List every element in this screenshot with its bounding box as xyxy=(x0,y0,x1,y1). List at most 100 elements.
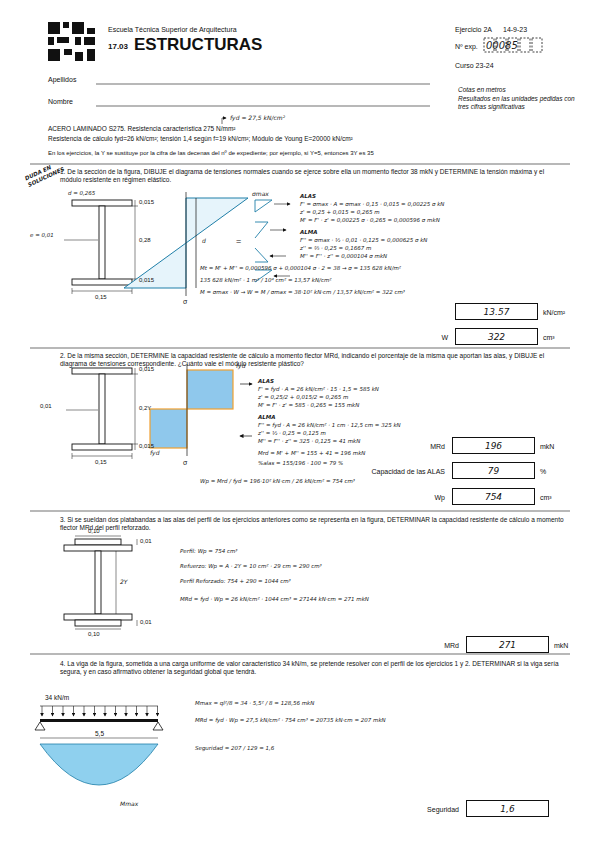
printed-label: ACERO LAMINADO S275. Resistencia caracte… xyxy=(48,125,235,133)
printed-label: Resistencia de cálculo fyd=26 kN/cm²; te… xyxy=(48,135,353,143)
printed-label: MRd = fyd · Wp = 26 kN/cm² · 1044 cm³ = … xyxy=(180,596,369,603)
printed-label: M'' = F'' · z'' = 325 · 0,125 = 41 mkN xyxy=(258,438,360,445)
printed-label: 0,28 xyxy=(139,237,151,244)
answer-value: 754 xyxy=(453,492,534,502)
answer-box: W322cm³ xyxy=(455,328,538,345)
answer-label: W xyxy=(368,333,448,340)
printed-label: Mrd = M' + M'' = 155 + 41 = 196 mkN xyxy=(258,450,365,457)
printed-label: 0,10 xyxy=(88,528,100,535)
printed-label: σmax xyxy=(252,190,269,197)
printed-label: d = 0,265 xyxy=(68,190,95,197)
answer-box: MRd196mkN xyxy=(452,437,535,454)
answer-box: Wp754cm³ xyxy=(452,488,535,505)
printed-label: Cotas en metros xyxy=(458,86,506,94)
unit-label: mkN xyxy=(540,442,554,449)
printed-label: M' = F' · z' = 0,00225 σ · 0,265 = 0,000… xyxy=(300,217,440,224)
answer-box: MRd271mkN xyxy=(466,636,549,653)
printed-label: 14-9-23 xyxy=(503,26,527,34)
logo xyxy=(48,22,95,61)
printed-label: fyd xyxy=(150,449,159,456)
printed-label: M'' = F'' · z'' = 0,000104 σ mkN xyxy=(300,253,387,260)
printed-label: 5,5 xyxy=(95,730,104,738)
printed-label: Seguridad = 207 / 129 = 1,6 xyxy=(195,745,274,752)
printed-label: 17.03 xyxy=(108,42,128,52)
answer-box: Capacidad de las ALAS79% xyxy=(452,462,535,479)
printed-label: 0,15 xyxy=(95,294,107,301)
answer-value: 79 xyxy=(453,466,534,476)
answer-value: 196 xyxy=(453,441,534,451)
printed-label: 2Y xyxy=(120,578,127,585)
printed-label: Nombre xyxy=(48,98,73,106)
printed-label: z'' = ⅔ · 0,25 = 0,1667 m xyxy=(300,245,371,252)
printed-label: %alas = 155/196 · 100 = 79 % xyxy=(258,460,343,467)
printed-label: Resultados en las unidades pedidas con t… xyxy=(458,95,576,111)
printed-label: Apellidos xyxy=(48,76,76,84)
printed-label: 0,01 xyxy=(40,403,52,410)
printed-label: 0,015 xyxy=(139,199,154,206)
printed-label: σ xyxy=(183,459,187,467)
printed-label: Mmax = ql²/8 = 34 · 5,5² / 8 = 128,56 mk… xyxy=(195,700,314,707)
printed-label: fyd xyxy=(236,362,245,369)
printed-label: ALAS xyxy=(258,378,274,385)
answer-value: 13.57 xyxy=(456,307,537,317)
printed-label: DUDA EN SOLUCIONES xyxy=(24,159,66,188)
printed-label: ALAS xyxy=(300,193,316,200)
printed-label: ALMA xyxy=(258,414,276,421)
printed-label: Refuerzo: Wp = A · 2Y = 10 cm² · 29 cm =… xyxy=(180,563,322,570)
printed-label: 2. De la misma sección, DETERMINE la cap… xyxy=(60,352,565,368)
printed-label: fyd = 27,5 kN/cm² xyxy=(230,114,285,121)
printed-label: Mmax xyxy=(120,800,138,807)
printed-label: 0,015 xyxy=(139,277,154,284)
answer-value: 322 xyxy=(456,332,537,342)
printed-label: 0,10 xyxy=(88,631,100,638)
unit-label: cm³ xyxy=(543,333,555,340)
printed-label: 00085 xyxy=(486,40,518,52)
answer-label: Capacidad de las ALAS xyxy=(365,467,445,474)
printed-label: M' = F' · z' = 585 · 0,265 = 155 mkN xyxy=(258,402,359,409)
printed-label: En los ejercicios, la Y se sustituye por… xyxy=(48,150,374,157)
printed-label: 0,15 xyxy=(95,459,107,466)
printed-label: z' = 0,25 + 0,015 = 0,265 m xyxy=(300,209,380,216)
answer-label: Seguridad xyxy=(379,805,459,812)
unit-label: mkN xyxy=(554,641,568,648)
printed-label: 0,01 xyxy=(140,538,152,545)
printed-label: 0,015 xyxy=(139,366,154,373)
printed-label: σ xyxy=(183,298,187,306)
answer-label: MRd xyxy=(365,442,445,449)
printed-label: F'' = fyd · A = 26 kN/cm² · 1 cm · 12,5 … xyxy=(258,422,401,429)
printed-label: 34 kN/m xyxy=(45,694,69,702)
answer-box: Seguridad1,6 xyxy=(466,800,549,817)
printed-label: F' = σmax · A = σmax · 0,15 · 0,015 = 0,… xyxy=(300,201,444,208)
printed-label: Perfil Reforzado: 754 + 290 = 1044 cm³ xyxy=(180,578,291,585)
printed-label: Mt = M' + M'' = 0,000596 σ + 0,000104 σ … xyxy=(200,265,401,272)
printed-label: Nº exp. xyxy=(455,43,478,51)
printed-label: 0,2Y xyxy=(139,405,151,412)
printed-label: = xyxy=(236,236,241,247)
printed-label: ALMA xyxy=(300,229,318,236)
printed-label: e = 0,01 xyxy=(30,232,54,239)
answer-label: MRd xyxy=(379,641,459,648)
printed-label: Wp = Mrd / fyd = 196·10² kN·cm / 26 kN/c… xyxy=(200,478,355,485)
printed-label: z'' = ½ · 0,25 = 0,125 m xyxy=(258,430,326,437)
printed-label: 0,01 xyxy=(140,619,152,626)
answer-value: 1,6 xyxy=(467,804,548,814)
unit-label: kN/cm² xyxy=(543,308,565,315)
printed-label: 1. De la sección de la figura, DIBUJE el… xyxy=(60,168,565,184)
printed-label: 3. Si se sueldan dos platabandas a las a… xyxy=(60,516,565,532)
printed-label: z' = 0,25/2 + 0,015/2 = 0,265 m xyxy=(258,394,348,401)
printed-label: Perfil: Wp = 754 cm³ xyxy=(180,548,238,555)
printed-label: 135 628 kN/m² · 1 m² / 10⁴ cm² = 13,57 k… xyxy=(200,277,332,284)
printed-label: F'' = σmax · ½ · 0,01 · 0,125 = 0,000625… xyxy=(300,237,427,244)
printed-label: MRd = fyd · Wp = 27,5 kN/cm² · 754 cm³ =… xyxy=(195,717,386,724)
unit-label: % xyxy=(540,467,546,474)
printed-label: Curso 23-24 xyxy=(455,62,494,70)
printed-label: M = σmax · W → W = M / σmax = 38·10² kN·… xyxy=(200,289,405,296)
answer-box: 13.57kN/cm² xyxy=(455,303,538,320)
printed-label: ESTRUCTURAS xyxy=(134,35,262,55)
printed-label: 4. La viga de la figura, sometida a una … xyxy=(60,660,565,676)
unit-label: cm³ xyxy=(540,493,552,500)
answer-value: 271 xyxy=(467,640,548,650)
answer-label: Wp xyxy=(365,493,445,500)
printed-label: F' = fyd · A = 26 kN/cm² · 15 · 1,5 = 58… xyxy=(258,386,379,393)
